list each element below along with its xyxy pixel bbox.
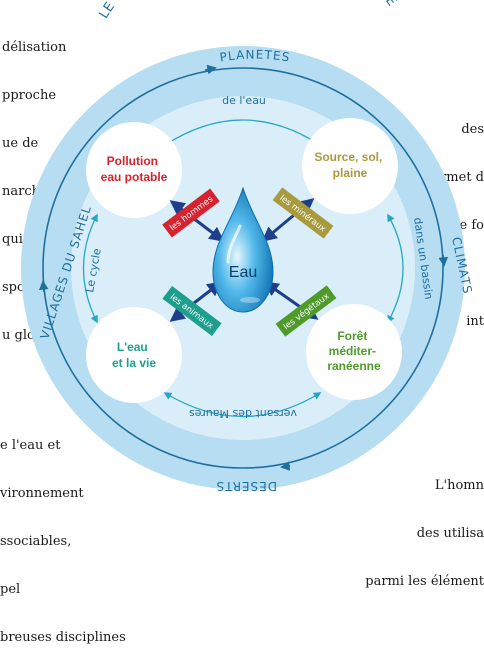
circle-top-left bbox=[86, 122, 182, 218]
label-deserts: DESERTS bbox=[216, 479, 277, 493]
text-line: des bbox=[461, 122, 484, 137]
inner-arc-left bbox=[82, 213, 98, 324]
label-planetes: PLANETES bbox=[219, 47, 292, 64]
text-line: e l'eau et bbox=[0, 438, 61, 453]
water-cycle-diagram: LE CYCLE DE L'EAU À L'ÉCHELLE DE LA PLAN… bbox=[21, 0, 475, 493]
water-drop-icon bbox=[212, 186, 274, 313]
circle-label-source: Source, sol, plaine bbox=[314, 150, 385, 180]
text-line: parmi les élément bbox=[365, 574, 484, 589]
inner-arc-top bbox=[163, 119, 322, 146]
circle-label-eau-vie: L'eau et la vie bbox=[112, 340, 156, 370]
text-line: int bbox=[466, 314, 484, 329]
label-de-leau: de l'eau bbox=[222, 94, 266, 107]
outer-arrow-bottom bbox=[280, 461, 291, 471]
text-line: L'homn bbox=[434, 478, 484, 493]
outer-arrow-right bbox=[438, 254, 449, 267]
circle-label-pollution: Pollution eau potable bbox=[101, 154, 168, 184]
text-line: breuses disciplines bbox=[0, 630, 126, 645]
circle-label-foret: Forêt méditer- ranéenne bbox=[327, 329, 381, 373]
circle-bottom-left bbox=[86, 307, 182, 403]
text-line: le fo bbox=[455, 218, 484, 233]
center-label: Eau bbox=[229, 264, 257, 281]
outer-arrow-top bbox=[204, 64, 217, 75]
label-versant: versant des Maures bbox=[189, 407, 297, 420]
text-line: pproche bbox=[2, 88, 57, 103]
text-line: ue de bbox=[2, 136, 39, 151]
outer-arrow-left bbox=[38, 280, 49, 293]
diagram-title: LE CYCLE DE L'EAU À L'ÉCHELLE DE LA PLAN… bbox=[97, 0, 400, 21]
text-line: pel bbox=[0, 582, 21, 597]
outer-cycle-ring bbox=[42, 67, 444, 469]
inner-arc-right bbox=[387, 213, 404, 324]
arrow-top-left bbox=[169, 200, 225, 242]
text-line: des utilisa bbox=[416, 526, 484, 541]
circle-bottom-right bbox=[306, 304, 402, 400]
inner-arc-bottom bbox=[163, 392, 322, 418]
text-line: délisation bbox=[2, 40, 67, 55]
text-line: ssociables, bbox=[0, 534, 72, 549]
arrow-bottom-left bbox=[169, 281, 223, 322]
circle-top-right bbox=[302, 118, 398, 214]
